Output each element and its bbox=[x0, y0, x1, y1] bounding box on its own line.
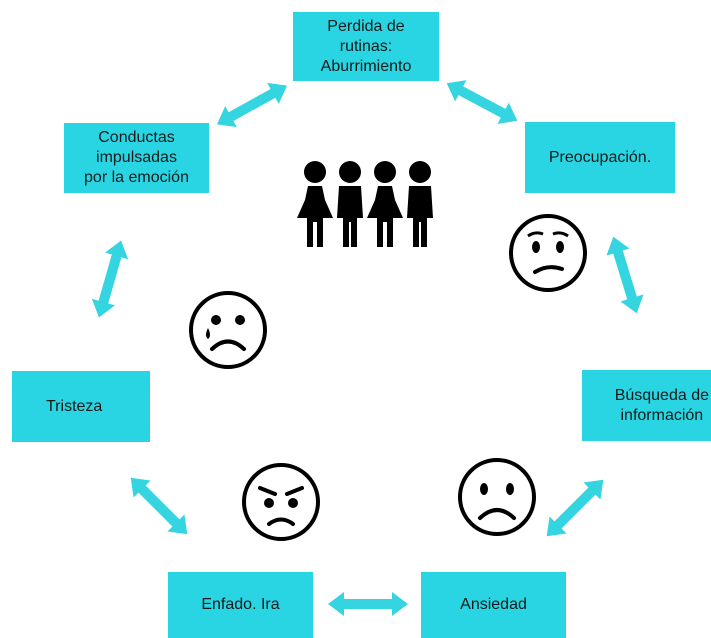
angry-face-icon bbox=[242, 463, 320, 541]
worried-face-icon bbox=[509, 214, 587, 292]
crying-face-icon bbox=[189, 291, 267, 369]
node-ansiedad: Ansiedad bbox=[421, 572, 566, 638]
node-conductas: Conductas impulsadas por la emoción bbox=[64, 123, 209, 193]
node-tristeza: Tristeza bbox=[12, 371, 150, 442]
sad-face-icon bbox=[458, 458, 536, 536]
arrow-conductas-aburrimiento bbox=[211, 75, 293, 135]
arrow-enfado-ansiedad bbox=[328, 592, 408, 616]
arrow-busqueda-ansiedad bbox=[538, 471, 612, 545]
arrow-aburrimiento-preocupacion bbox=[441, 72, 523, 132]
node-preocupacion: Preocupación. bbox=[525, 122, 675, 193]
node-aburrimiento: Perdida de rutinas: Aburrimiento bbox=[293, 12, 439, 81]
arrow-preocupacion-busqueda bbox=[601, 233, 649, 317]
family-group-icon bbox=[297, 161, 433, 247]
arrow-conductas-tristeza bbox=[87, 237, 133, 321]
node-enfado: Enfado. Ira bbox=[168, 572, 313, 638]
node-busqueda: Búsqueda de información bbox=[582, 370, 711, 441]
arrow-tristeza-enfado bbox=[122, 469, 196, 543]
